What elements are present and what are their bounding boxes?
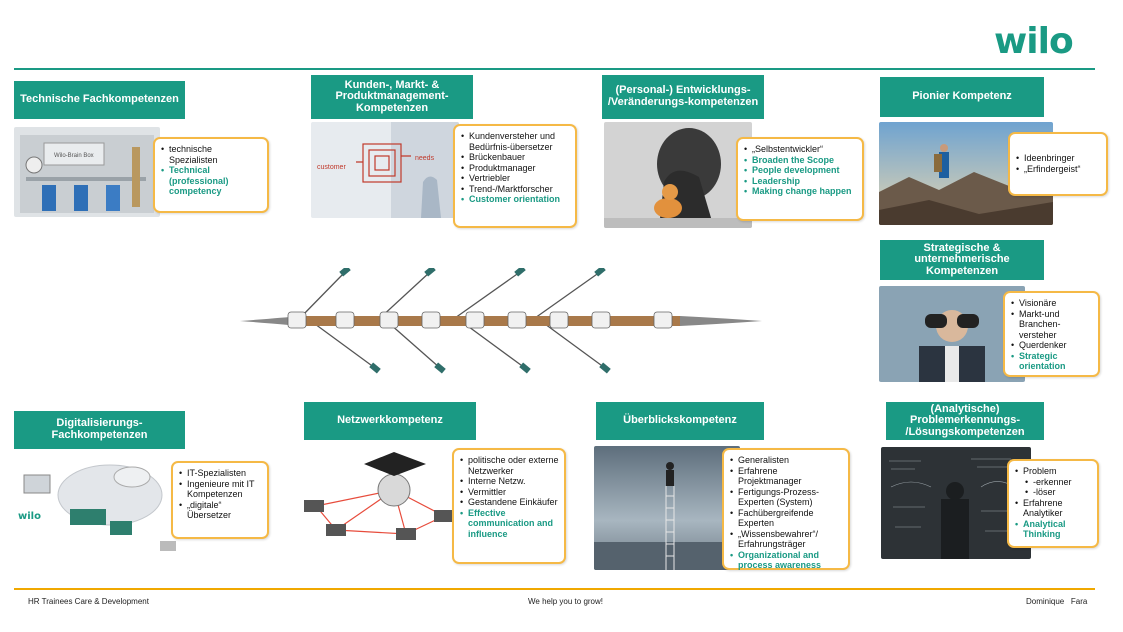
header-divider bbox=[14, 68, 1095, 70]
footer-center-text: We help you to grow! bbox=[528, 597, 604, 606]
title-pionier: Pionier Kompetenz bbox=[880, 77, 1044, 117]
list-digital: IT-Spezialisten Ingenieure mit IT Kompet… bbox=[171, 461, 269, 539]
list-item: Customer orientation bbox=[461, 194, 570, 205]
title-technical: Technische Fachkompetenzen bbox=[14, 81, 185, 119]
list-item: Making change happen bbox=[744, 186, 857, 197]
list-item: „digitale“ Übersetzer bbox=[179, 500, 262, 521]
list-pionier: Ideenbringer „Erfindergeist“ bbox=[1008, 132, 1108, 196]
list-item: Querdenker bbox=[1011, 340, 1093, 351]
image-digital: wilo bbox=[10, 455, 184, 555]
list-item: Technical (professional) competency bbox=[161, 165, 262, 197]
list-item: Ingenieure mit IT Kompetenzen bbox=[179, 479, 262, 500]
list-item: Strategic orientation bbox=[1011, 351, 1093, 372]
title-ueberblick: Überblickskompetenz bbox=[596, 402, 764, 440]
title-analytisch: (Analytische) Problemerkennungs- /Lösung… bbox=[886, 402, 1044, 440]
list-item: Kundenversteher und Bedürfnis-übersetzer bbox=[461, 131, 570, 152]
list-item: Interne Netzw. bbox=[460, 476, 559, 487]
list-item: Visionäre bbox=[1011, 298, 1093, 309]
list-personal: „Selbstentwickler“ Broaden the Scope Peo… bbox=[736, 137, 864, 221]
list-item: Vermittler bbox=[460, 487, 559, 498]
footer-left-text: HR Trainees Care & Development bbox=[28, 597, 149, 606]
title-kunden: Kunden-, Markt- & Produktmanagement-Komp… bbox=[311, 75, 473, 119]
image-analytisch bbox=[881, 447, 1031, 559]
image-word-needs: needs bbox=[415, 155, 435, 162]
list-item: „Selbstentwickler“ bbox=[744, 144, 857, 155]
list-item: Erfahrene Projektmanager bbox=[730, 466, 843, 487]
title-netzwerk: Netzwerkkompetenz bbox=[304, 402, 476, 440]
image-word-wilo: wilo bbox=[18, 511, 41, 522]
wilo-logo: wilo bbox=[994, 21, 1074, 62]
list-item: Effective communication and influence bbox=[460, 508, 559, 540]
title-digital: Digitalisierungs-Fachkompetenzen bbox=[14, 411, 185, 449]
image-technical: Wilo-Brain Box bbox=[14, 127, 160, 217]
list-item: Ideenbringer bbox=[1016, 153, 1101, 164]
title-personal: (Personal-) Entwicklungs- /Veränderungs-… bbox=[602, 75, 764, 119]
list-item: Leadership bbox=[744, 176, 857, 187]
image-ueberblick bbox=[594, 446, 740, 570]
list-item: „Erfindergeist“ bbox=[1016, 164, 1101, 175]
image-kunden: customer needs bbox=[311, 122, 459, 218]
list-item: politische oder externe Netzwerker bbox=[460, 455, 559, 476]
list-item: Organizational and process awareness bbox=[730, 550, 843, 571]
list-item: -erkenner bbox=[1015, 477, 1092, 488]
list-ueberblick: Generalisten Erfahrene Projektmanager Fe… bbox=[722, 448, 850, 570]
list-item: IT-Spezialisten bbox=[179, 468, 262, 479]
image-strategisch bbox=[879, 286, 1025, 382]
list-kunden: Kundenversteher und Bedürfnis-übersetzer… bbox=[453, 124, 577, 228]
list-item: technische Spezialisten bbox=[161, 144, 262, 165]
list-technical: technische Spezialisten Technical (profe… bbox=[153, 137, 269, 213]
list-item: Fertigungs-Prozess-Experten (System) bbox=[730, 487, 843, 508]
list-item: Erfahrene Analytiker bbox=[1015, 498, 1092, 519]
list-netzwerk: politische oder externe Netzwerker Inter… bbox=[452, 448, 566, 564]
list-item: Fachübergreifende Experten bbox=[730, 508, 843, 529]
list-item: Problem bbox=[1015, 466, 1092, 477]
list-item: Analytical Thinking bbox=[1015, 519, 1092, 540]
image-word-customer: customer bbox=[317, 164, 346, 171]
list-item: -löser bbox=[1015, 487, 1092, 498]
list-analytisch: Problem -erkenner -löser Erfahrene Analy… bbox=[1007, 459, 1099, 548]
image-netzwerk bbox=[276, 446, 456, 544]
list-item: Brückenbauer bbox=[461, 152, 570, 163]
list-item: Produktmanager bbox=[461, 163, 570, 174]
list-item: Generalisten bbox=[730, 455, 843, 466]
list-item: Broaden the Scope bbox=[744, 155, 857, 166]
list-strategisch: Visionäre Markt-und Branchen-versteher Q… bbox=[1003, 291, 1100, 377]
image-personal bbox=[604, 122, 752, 228]
svg-text:Wilo-Brain Box: Wilo-Brain Box bbox=[54, 153, 94, 159]
list-item: Vertriebler bbox=[461, 173, 570, 184]
list-item: Gestandene Einkäufer bbox=[460, 497, 559, 508]
list-item: People development bbox=[744, 165, 857, 176]
list-item: „Wissensbewahrer“/ Erfahrungsträger bbox=[730, 529, 843, 550]
footer-right-text: Dominique Fara bbox=[1026, 597, 1088, 606]
list-item: Markt-und Branchen-versteher bbox=[1011, 309, 1093, 341]
footer-divider bbox=[14, 588, 1095, 590]
rowing-boat-illustration bbox=[240, 265, 762, 374]
list-item: Trend-/Marktforscher bbox=[461, 184, 570, 195]
title-strategisch: Strategische & unternehmerische Kompeten… bbox=[880, 240, 1044, 280]
